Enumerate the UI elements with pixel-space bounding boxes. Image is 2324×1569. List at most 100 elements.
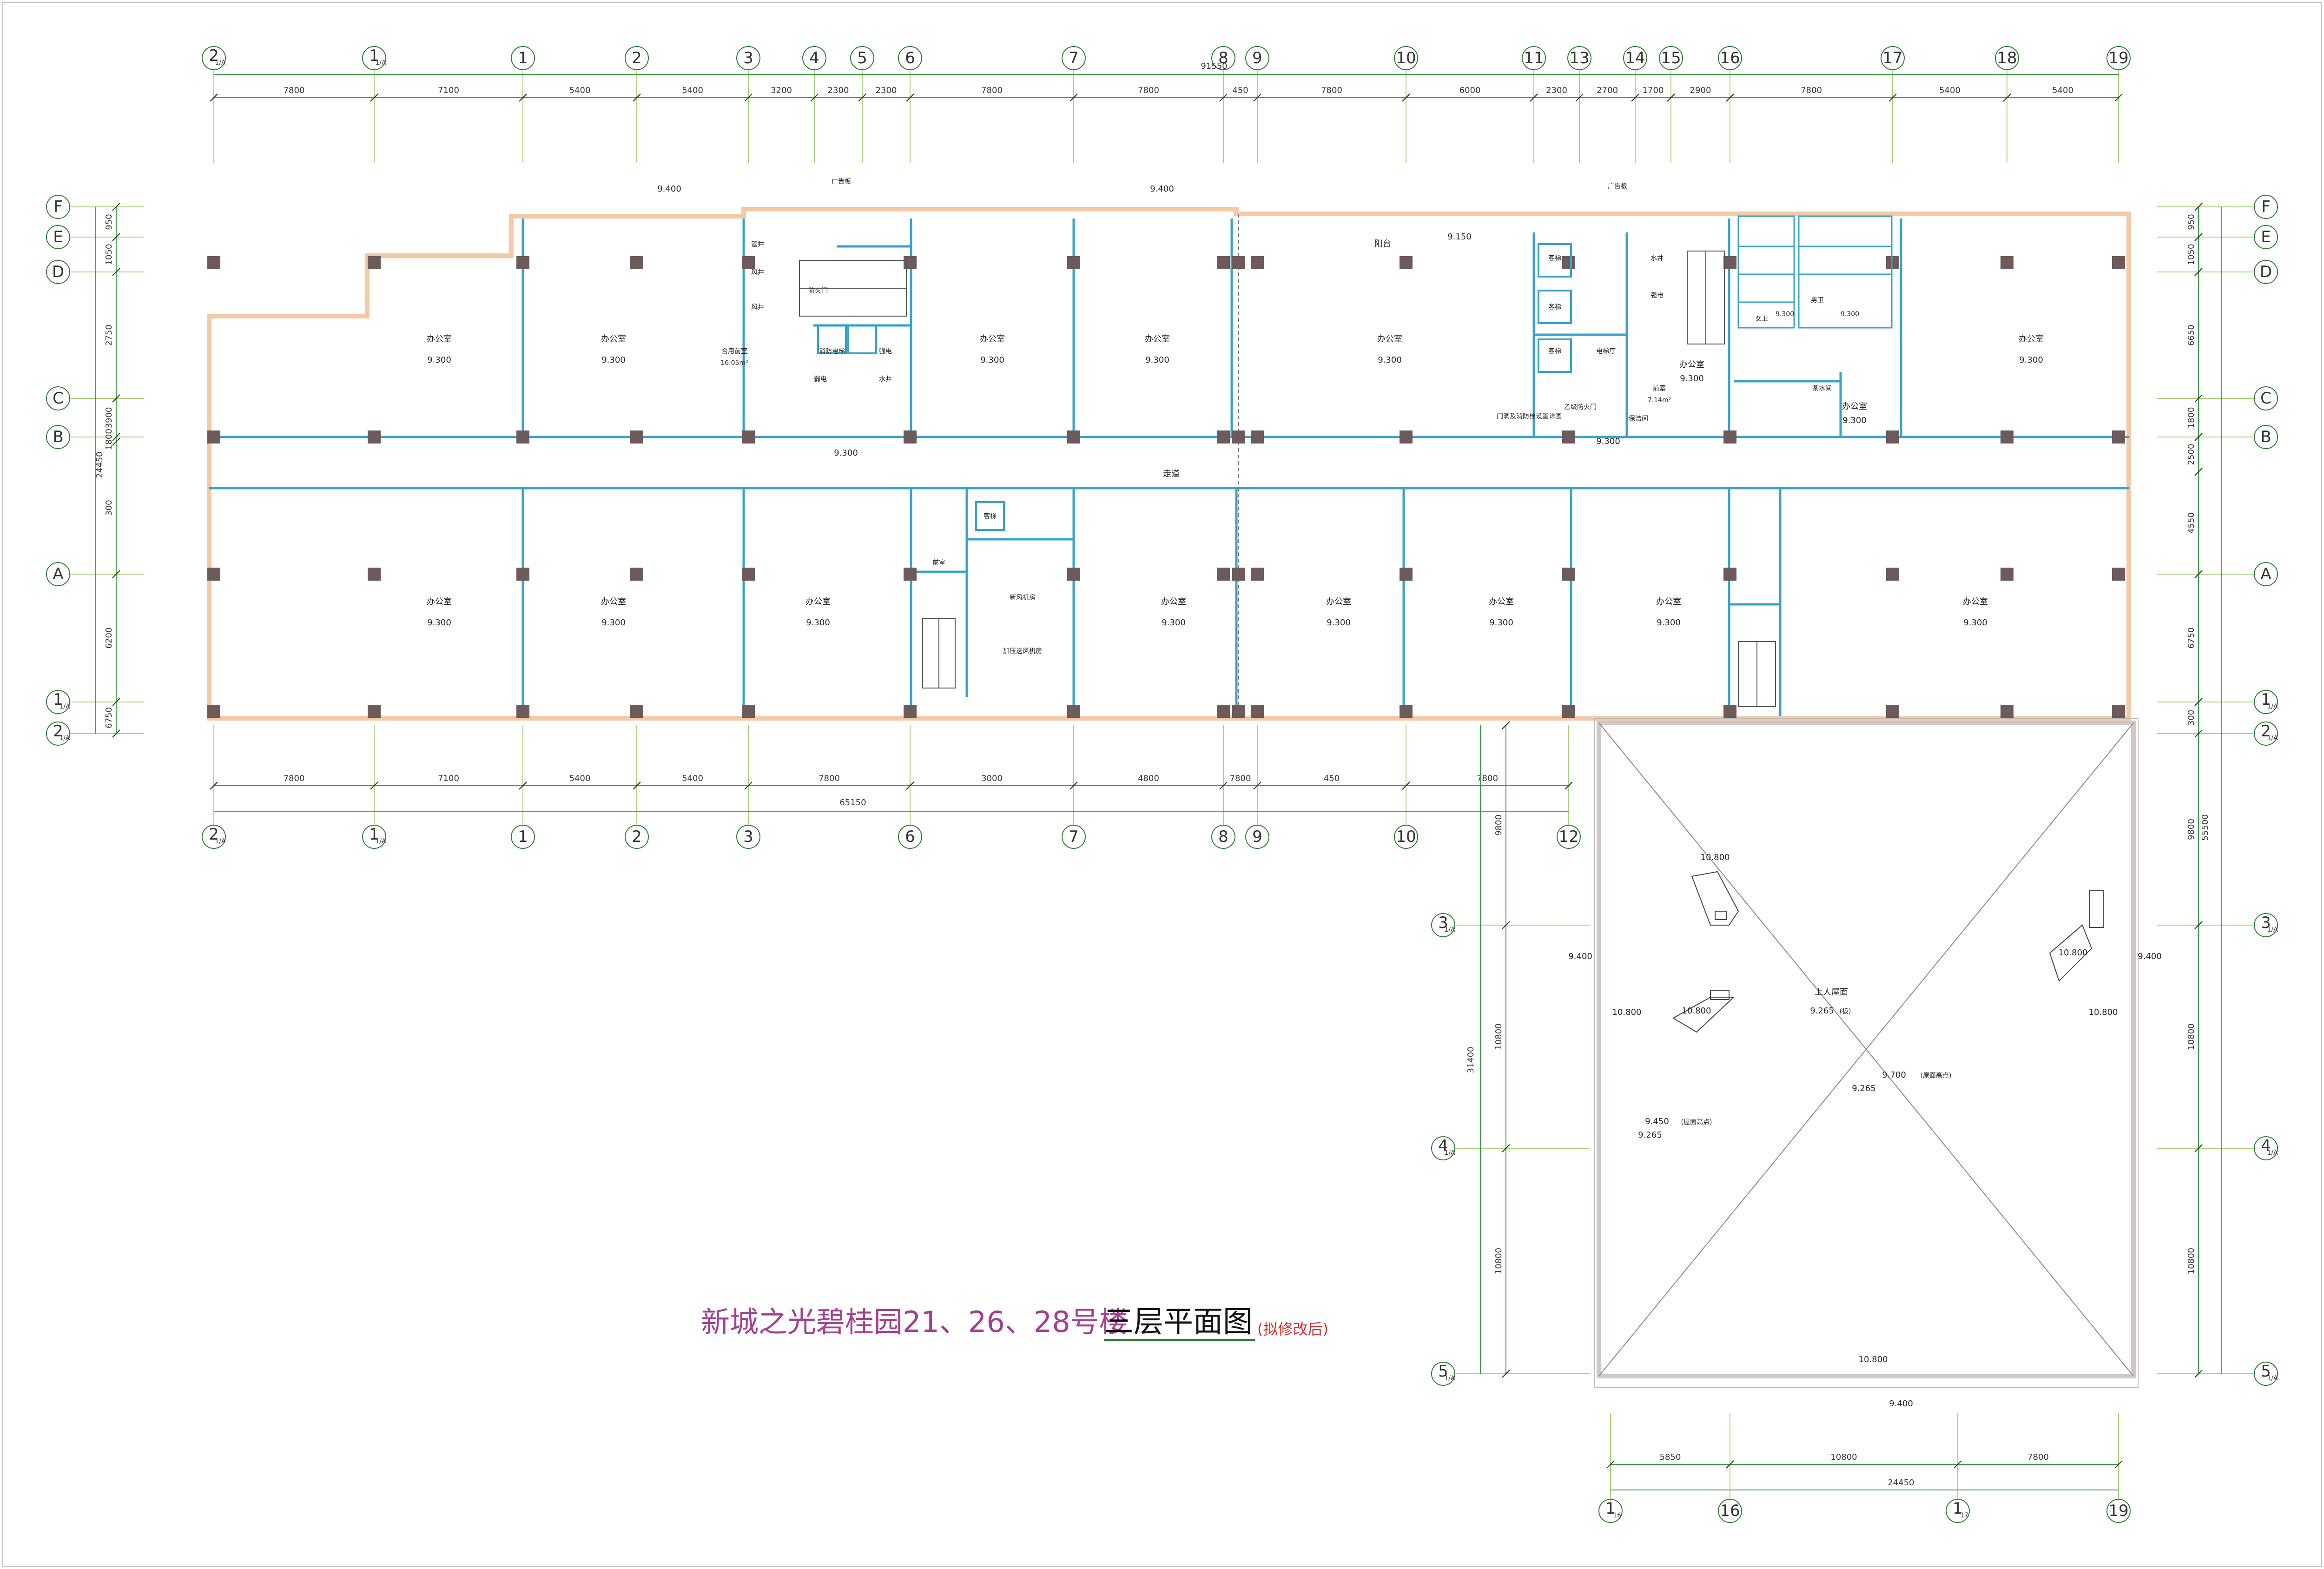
axis-label: 15 [1661, 49, 1681, 67]
column [207, 430, 220, 444]
column [742, 705, 755, 718]
axis-label: 6 [905, 49, 915, 67]
corridor-elev-2: 9.300 [1596, 437, 1620, 446]
room-elev: 9.300 [1657, 618, 1681, 628]
column [1400, 705, 1413, 718]
dim-value: 5400 [1939, 86, 1961, 95]
title-note: (拟修改后) [1257, 1320, 1328, 1338]
axis-label: 1 [2261, 690, 2271, 709]
wind-well-label-2: 风井 [751, 304, 764, 311]
dim-value: 5850 [1660, 1452, 1681, 1462]
weak-elec-label: 弱电 [814, 376, 827, 383]
left-axis-bubble: E [46, 225, 70, 249]
room-elev: 9.300 [1963, 618, 1987, 628]
right-axis-bubble: C [2254, 386, 2278, 410]
roof-slope-note: (板) [1840, 1008, 1851, 1015]
elevator-shafts [817, 243, 1572, 531]
axis-label: 6 [905, 828, 915, 846]
top-axis-bubble: 13 [1567, 46, 1591, 70]
fresh-air-room-label: 新风机房 [1010, 594, 1036, 602]
dim-value: 6200 [104, 628, 114, 649]
top-axis-bubble: 10 [1394, 46, 1418, 70]
axis-label: D [52, 263, 64, 281]
balcony-elev: 9.150 [1447, 232, 1472, 242]
top-axis-bubble: 4 [802, 46, 826, 70]
room-labels: 办公室 9.300 办公室 9.300 办公室 9.300 办公室 9.300 … [427, 178, 2044, 655]
dim-value: 7800 [819, 774, 840, 783]
dim-value: 6650 [2186, 324, 2196, 346]
top-axis-bubble: 11/A [362, 46, 386, 70]
column [2000, 705, 2014, 718]
roof-left-axis-bubble: 41/A [1431, 1136, 1455, 1160]
dim-value: 4550 [2186, 512, 2196, 534]
dim-value: 10800 [2186, 1248, 2196, 1274]
room-elev: 9.300 [427, 618, 451, 628]
room-name: 办公室 [2019, 334, 2044, 344]
axis-label: 19 [2108, 49, 2128, 67]
room-name: 办公室 [1377, 334, 1402, 344]
column [1251, 430, 1264, 444]
axis-label: 2 [209, 46, 219, 65]
room-elev: 9.300 [601, 618, 626, 628]
strong-elec-label-2: 强电 [1651, 292, 1664, 299]
right-axis-bubble: 11/A [2254, 690, 2278, 714]
roof-elev-c-note: (屋面高点) [1681, 1118, 1712, 1126]
axis-label: 17 [1882, 49, 1902, 67]
roof-bottom-axis-bubble: 117 [1946, 1499, 1970, 1523]
column [207, 568, 220, 581]
axis-sub-label: 1/A [2267, 735, 2278, 742]
roof-elev-b2: 9.265 [1852, 1084, 1876, 1093]
axis-label: 2 [209, 825, 219, 844]
dim-value: 2300 [1546, 86, 1567, 95]
axis-label: C [53, 389, 64, 408]
roof-label: 上人屋面 [1815, 987, 1848, 997]
axis-label: F [2261, 198, 2271, 216]
axis-sub-label: 1/A [59, 735, 70, 742]
axis-sub-label: 1/A [1444, 1375, 1455, 1382]
axis-label: A [53, 565, 63, 583]
left-axis-bubble: D [46, 260, 70, 284]
roof-bottom-axis-bubble: 116 [1598, 1499, 1623, 1523]
axis-label: 1 [369, 825, 379, 844]
dim-value: 9800 [2186, 819, 2196, 840]
room-name: 办公室 [427, 597, 452, 607]
column [904, 705, 917, 718]
fire-door-label: 防火门 [808, 287, 828, 295]
top-axis-bubble: 8 [1211, 46, 1235, 70]
dim-value: 450 [1324, 774, 1340, 783]
column [516, 705, 529, 718]
front-room-label-2: 前室 [932, 559, 945, 567]
dim-value: 5400 [682, 774, 703, 783]
skylight-3-elev: 10.800 [2059, 948, 2088, 958]
room-elev: 9.300 [806, 618, 830, 628]
axis-grid-lines [70, 70, 2254, 1499]
column [1217, 705, 1230, 718]
column [904, 256, 917, 269]
roof-elev-left: 9.400 [657, 184, 681, 194]
elevator-hall-label: 电梯厅 [1596, 348, 1616, 355]
axis-label: 16 [1720, 49, 1740, 67]
bottom-axis-bubble: 3 [736, 825, 760, 849]
toilet-stalls [1737, 215, 1893, 329]
dim-value: 10800 [1494, 1248, 1504, 1274]
top-axis-bubble: 16 [1718, 46, 1742, 70]
axis-label: 3 [2261, 914, 2271, 932]
column [1067, 430, 1080, 444]
bottom-axis-bubble: 6 [898, 825, 922, 849]
room-name: 办公室 [805, 597, 831, 607]
dim-value: 3200 [771, 86, 792, 95]
roof-left-axis-bubble: 51/A [1431, 1362, 1455, 1386]
elevator-2-label: 客梯 [1548, 303, 1561, 311]
dim-value: 7100 [438, 774, 459, 783]
top-axis-bubble: 1 [511, 46, 535, 70]
column [630, 705, 643, 718]
column [2000, 256, 2014, 269]
column [2112, 256, 2125, 269]
column [1723, 430, 1736, 444]
axis-label: 14 [1625, 49, 1645, 67]
roof-edge-left: 10.800 [1612, 1007, 1642, 1017]
